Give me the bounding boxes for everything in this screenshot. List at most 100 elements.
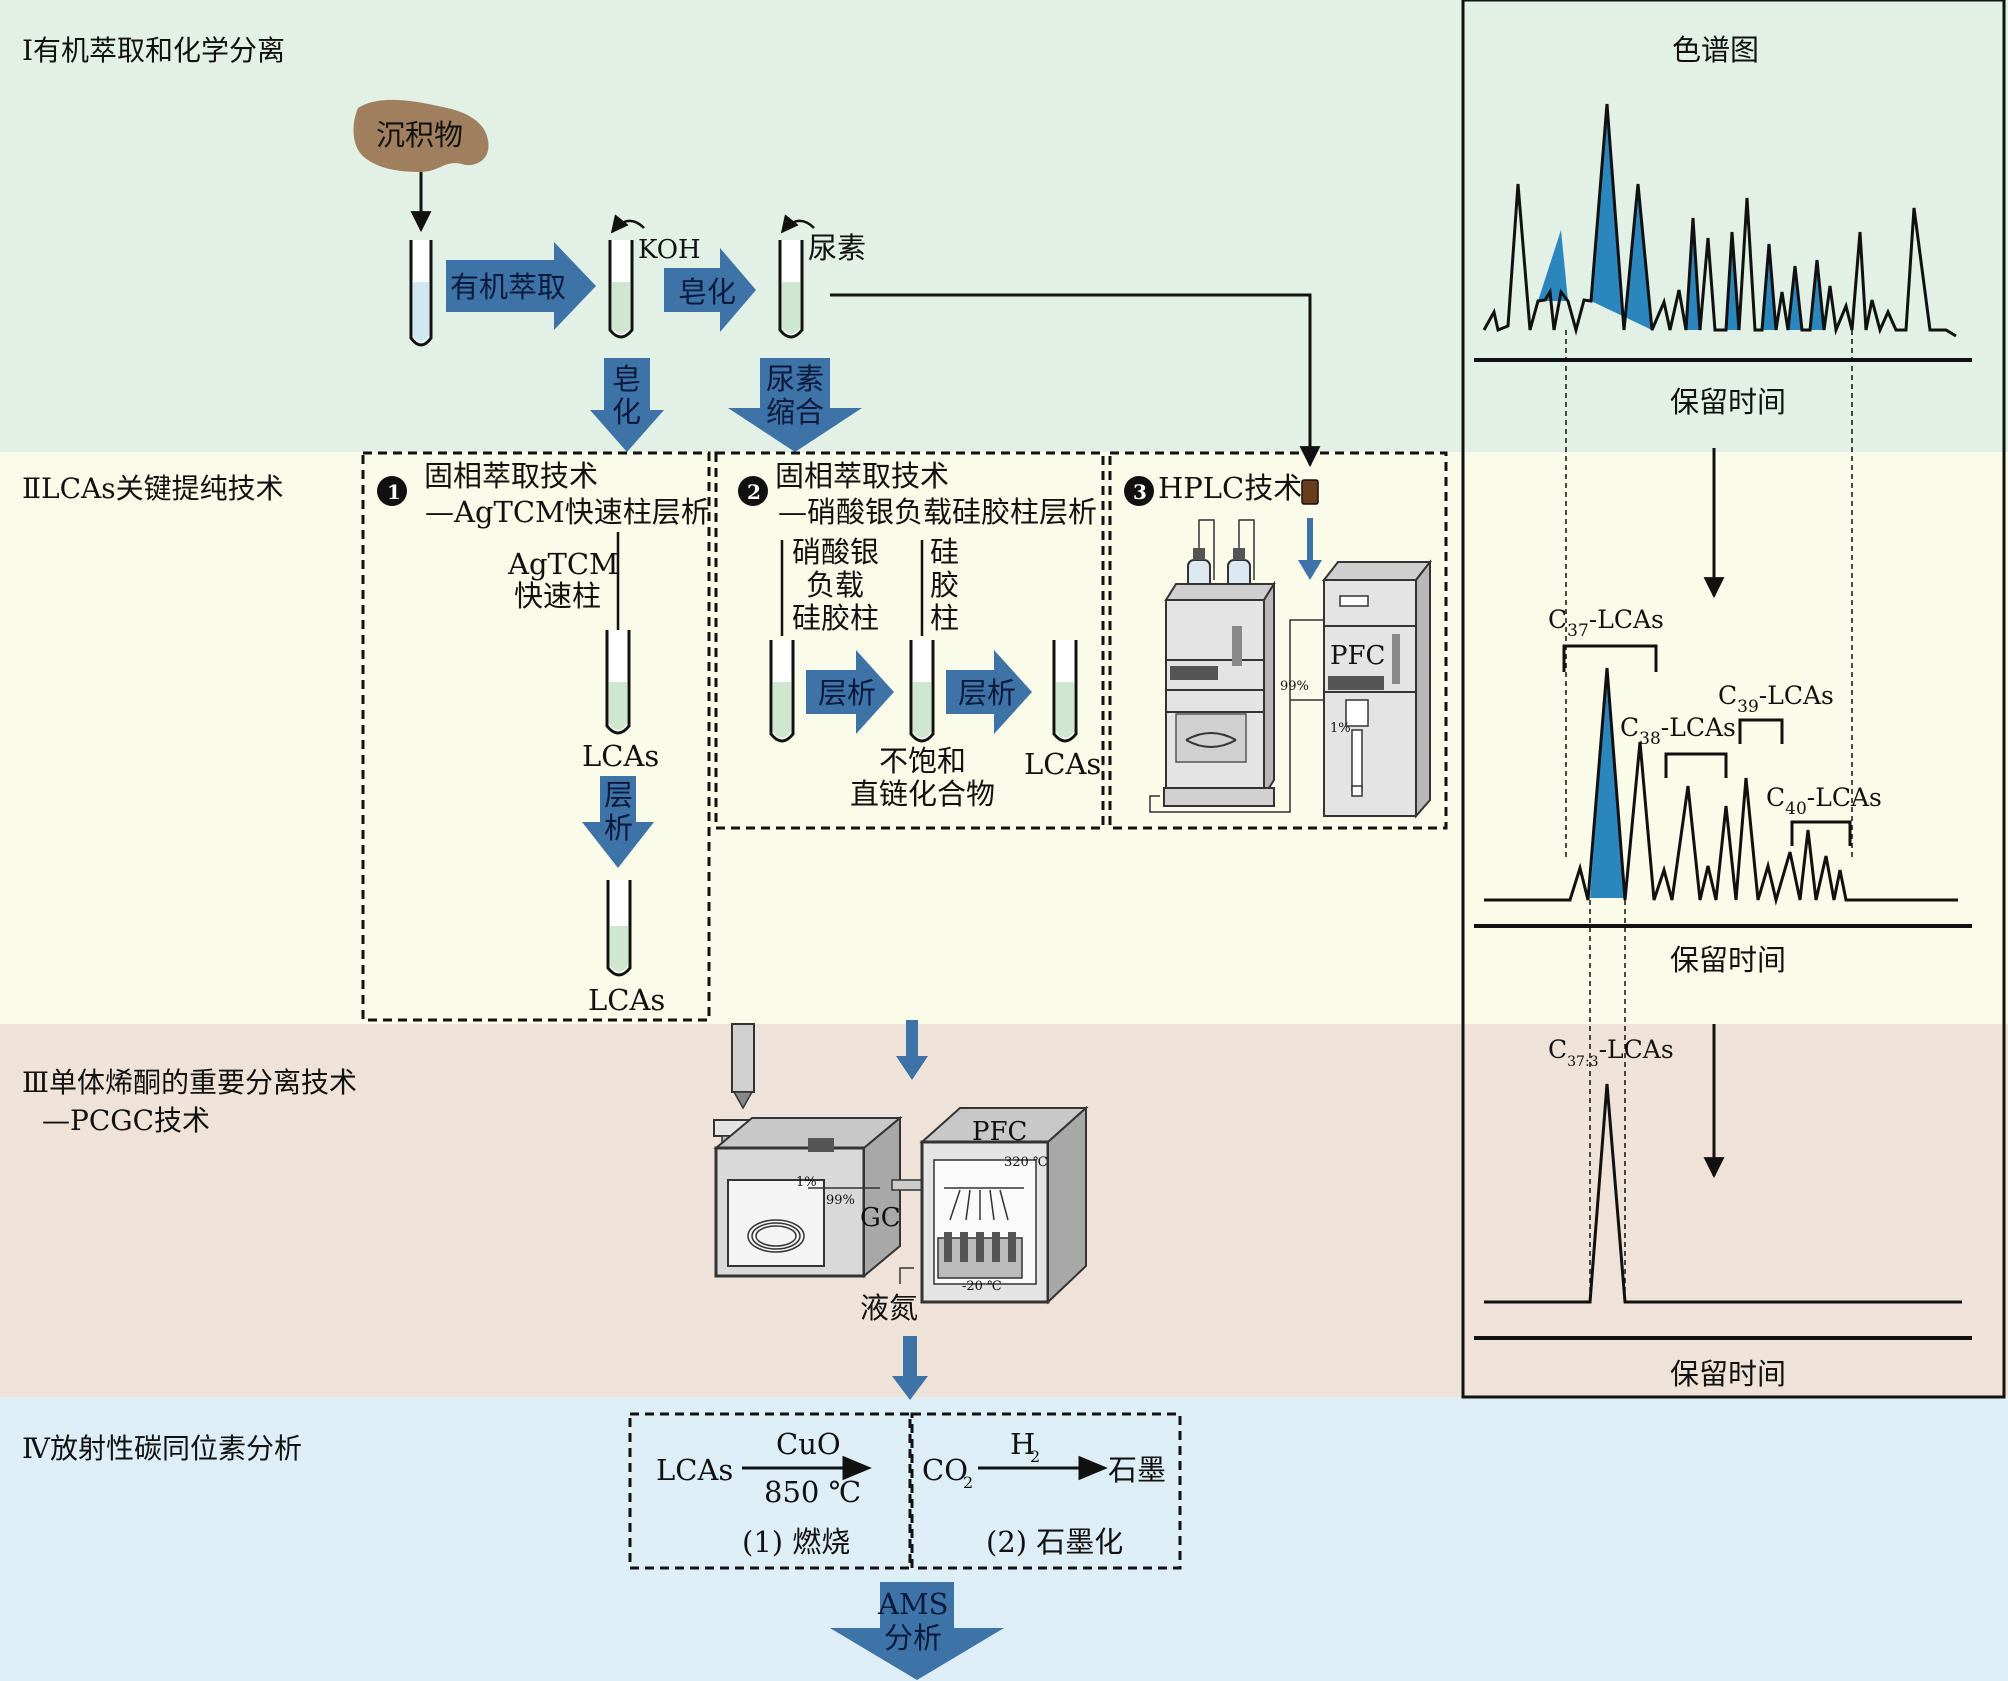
si-column-label-2: 胶 bbox=[930, 568, 959, 602]
method-3-number-badge bbox=[1124, 476, 1154, 506]
co2-subscript: 2 bbox=[963, 1473, 973, 1492]
section-4-heading: Ⅳ放射性碳同位素分析 bbox=[22, 1432, 302, 1465]
middle-xaxis-label: 保留时间 bbox=[1670, 943, 1786, 977]
m2-chromatography-arrow-1 bbox=[806, 650, 894, 734]
koh-label: KOH bbox=[638, 235, 701, 265]
urea-down-arrow bbox=[728, 358, 862, 452]
method-1-subtitle: —AgTCM快速柱层析 bbox=[425, 495, 710, 529]
ams-arrow bbox=[830, 1582, 1004, 1680]
m2-chrom-label-2: 层析 bbox=[958, 676, 1016, 710]
method-1-number: 1 bbox=[387, 480, 401, 504]
method-3-box bbox=[1108, 451, 1448, 830]
gc-pct1-label: 1% bbox=[796, 1175, 817, 1190]
test-tube-sample bbox=[409, 240, 433, 347]
m2-middle-tube bbox=[909, 640, 935, 743]
urea-curve-arrow bbox=[780, 214, 815, 234]
h2-label: H bbox=[1010, 1427, 1035, 1461]
rc-lcas-label: LCAs bbox=[656, 1453, 733, 1487]
saponify-down-label-1: 皂 bbox=[612, 362, 641, 396]
section-1-heading: Ⅰ有机萃取和化学分离 bbox=[22, 34, 285, 67]
method-2-subtitle: —硝酸银负载硅胶柱层析 bbox=[778, 495, 1097, 529]
section-1-band bbox=[0, 0, 2008, 452]
c37-label: C37-LCAs bbox=[1548, 605, 1664, 641]
chromatogram-bottom bbox=[1474, 1083, 1972, 1340]
ams-label-1: AMS bbox=[877, 1587, 949, 1621]
sediment-label: 沉积物 bbox=[376, 118, 463, 152]
method-2-box bbox=[714, 451, 1105, 830]
graphitization-arrow bbox=[978, 1455, 1108, 1481]
section-3-subheading: —PCGC技术 bbox=[42, 1104, 210, 1137]
m2-result-tube bbox=[1052, 640, 1078, 743]
combustion-arrow bbox=[742, 1455, 872, 1481]
chromatogram-panel bbox=[1461, 0, 2006, 1399]
h2-subscript: 2 bbox=[1030, 1447, 1040, 1466]
combustion-box bbox=[628, 1412, 912, 1570]
ag-column-label-3: 硅胶柱 bbox=[792, 601, 879, 635]
co2-label: CO bbox=[922, 1453, 968, 1487]
c38-label: C38-LCAs bbox=[1620, 713, 1736, 749]
agtcm-tube bbox=[605, 630, 631, 735]
step-1-label: (1) 燃烧 bbox=[742, 1525, 850, 1559]
step-2-label: (2) 石墨化 bbox=[986, 1525, 1123, 1559]
saponify-down-arrow bbox=[590, 358, 664, 452]
gc-label: GC bbox=[860, 1203, 901, 1233]
m2-start-tube bbox=[769, 640, 795, 743]
cuo-label: CuO bbox=[776, 1427, 841, 1461]
vial-to-hplc-arrow bbox=[1298, 518, 1322, 580]
m1-chrom-label-2: 析 bbox=[604, 811, 633, 845]
method-2-number: 2 bbox=[747, 480, 761, 504]
m1-lcas-label-1: LCAs bbox=[582, 739, 659, 773]
pcgc-temp-high: 320 ℃ bbox=[1004, 1155, 1048, 1170]
chromatogram-title: 色谱图 bbox=[1672, 33, 1759, 67]
pcgc-pfc-instrument bbox=[891, 1105, 1089, 1305]
method-1-title: 固相萃取技术 bbox=[424, 459, 598, 493]
hplc-instrument bbox=[1149, 519, 1433, 819]
bottom-xaxis-label: 保留时间 bbox=[1670, 1357, 1786, 1391]
to-radiocarbon-arrow bbox=[892, 1336, 928, 1400]
ag-column-label-2: 负载 bbox=[806, 568, 864, 602]
method-2-title: 固相萃取技术 bbox=[775, 459, 949, 493]
urea-label: 尿素 bbox=[808, 231, 866, 265]
agtcm-label-1: AgTCM bbox=[507, 547, 619, 581]
chromatogram-top bbox=[1474, 103, 1972, 362]
section-2-heading: ⅡLCAs关键提纯技术 bbox=[22, 472, 284, 505]
method-1-number-badge bbox=[377, 476, 407, 506]
sediment-blob bbox=[353, 99, 489, 172]
m2-chrom-label-1: 层析 bbox=[818, 676, 876, 710]
to-pcgc-arrow bbox=[896, 1020, 928, 1080]
method-1-box bbox=[361, 451, 711, 1022]
saponify-down-label-2: 化 bbox=[612, 395, 641, 429]
koh-curve-arrow bbox=[610, 214, 645, 234]
urea-down-label-1: 尿素 bbox=[766, 362, 824, 396]
gc-pct99-label: 99% bbox=[826, 1193, 855, 1208]
saponify-arrow bbox=[664, 248, 756, 332]
ag-column-label-1: 硝酸银 bbox=[792, 535, 879, 569]
chromatogram-middle bbox=[1474, 667, 1972, 928]
method-2-number-badge bbox=[738, 476, 768, 506]
method-3-number: 3 bbox=[1133, 480, 1147, 504]
c39-bracket bbox=[1738, 718, 1784, 744]
top-xaxis-label: 保留时间 bbox=[1670, 385, 1786, 419]
urea-to-hplc-line bbox=[830, 293, 1321, 468]
method-3-title: HPLC技术 bbox=[1158, 471, 1302, 505]
unsaturated-label-1: 不饱和 bbox=[879, 744, 966, 778]
m1-chrom-label-1: 层 bbox=[604, 778, 633, 812]
m2-chromatography-arrow-2 bbox=[946, 650, 1032, 734]
liquid-nitrogen-label: 液氮 bbox=[860, 1291, 918, 1325]
c373-label: C37:3-LCAs bbox=[1548, 1035, 1674, 1070]
sample-vial-icon bbox=[1301, 479, 1319, 505]
hplc-pct99-label: 99% bbox=[1280, 679, 1309, 694]
unsaturated-label-2: 直链化合物 bbox=[850, 777, 995, 811]
section-2-band bbox=[0, 452, 2008, 1024]
m1-lcas-label-2: LCAs bbox=[588, 983, 665, 1017]
m2-lcas-label: LCAs bbox=[1024, 747, 1101, 781]
section-3-heading: Ⅲ单体烯酮的重要分离技术 bbox=[22, 1066, 357, 1099]
hplc-pct1-label: 1% bbox=[1330, 721, 1351, 736]
m1-chromatography-arrow bbox=[582, 776, 654, 868]
graphite-label: 石墨 bbox=[1108, 1453, 1166, 1487]
ams-label-2: 分析 bbox=[884, 1621, 942, 1655]
c39-label: C39-LCAs bbox=[1718, 681, 1834, 717]
test-tube-extract bbox=[608, 240, 634, 339]
pcgc-temp-low: -20 ℃ bbox=[962, 1279, 1002, 1294]
